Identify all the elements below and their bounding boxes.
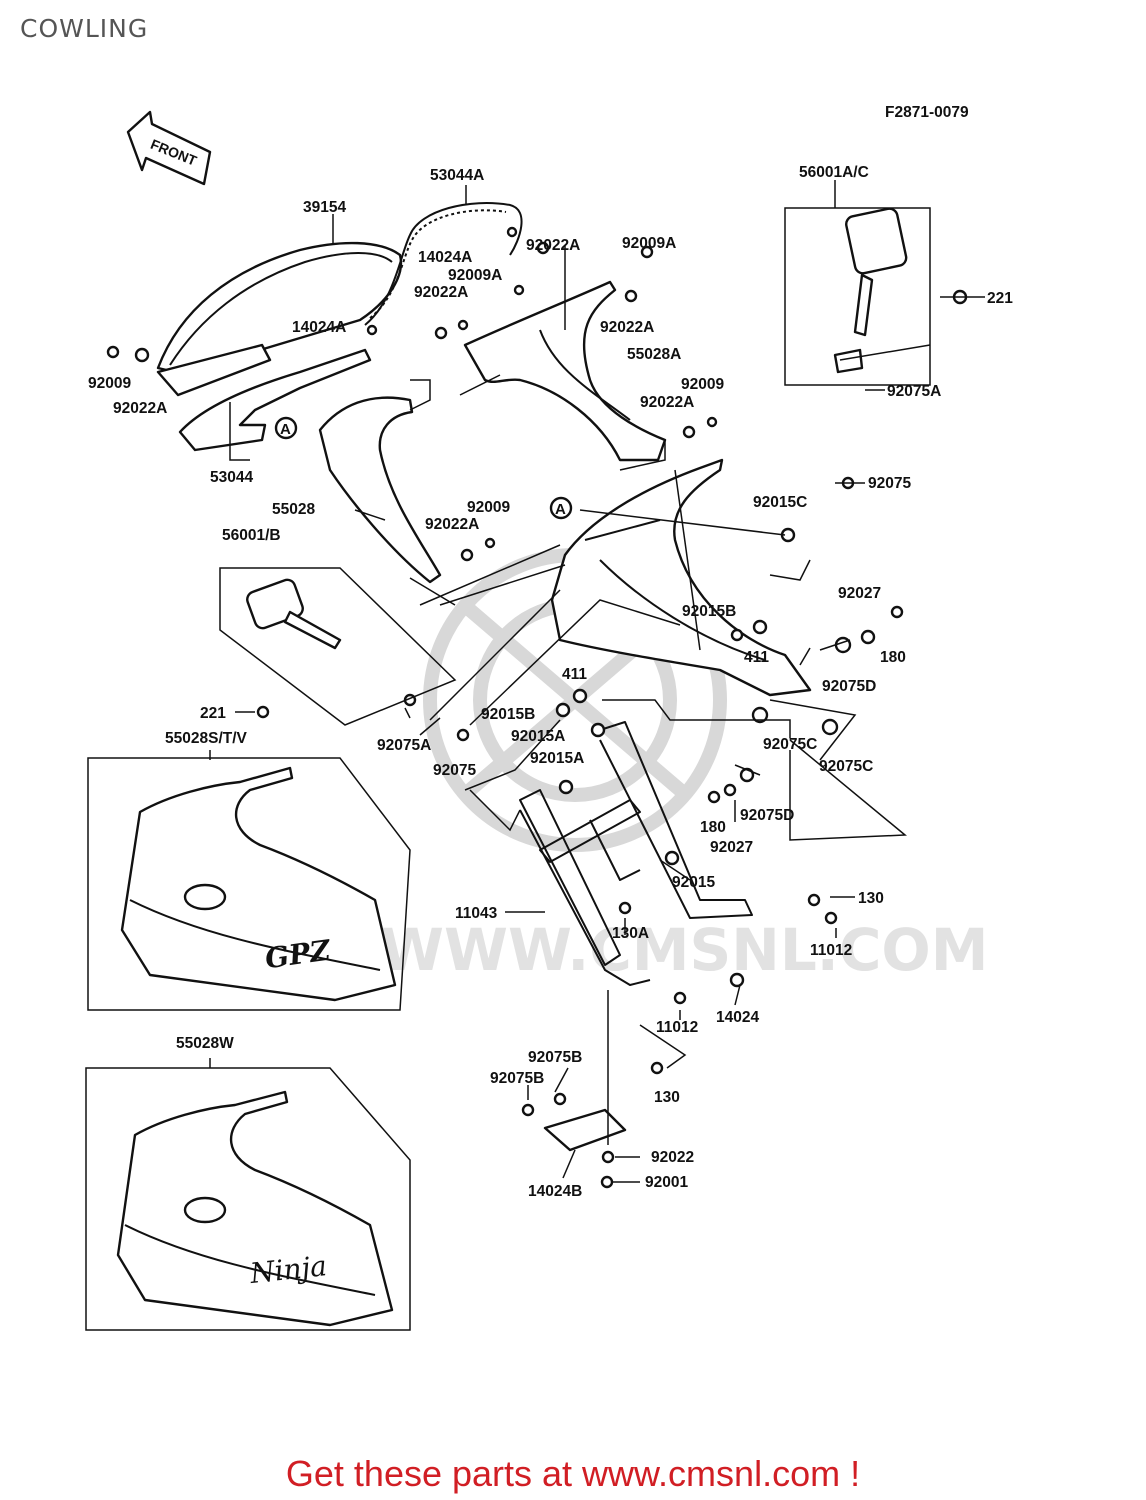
part-label: 55028S/T/V xyxy=(165,730,248,747)
part-label: 92022A xyxy=(414,284,468,301)
main-cowl-body xyxy=(550,458,812,697)
watermark-text: WWW.CMSNL.COM xyxy=(380,916,988,984)
part-labels: 53044A 39154 14024A 92022A 92009A 92009A… xyxy=(88,164,1013,1200)
part-label: 130A xyxy=(612,925,649,942)
part-label: 92027 xyxy=(710,839,753,856)
part-label: 92015B xyxy=(481,706,535,723)
part-label: 92022A xyxy=(600,319,654,336)
part-label: 92001 xyxy=(645,1174,688,1191)
part-label: 92075D xyxy=(822,678,876,695)
part-label: 92015A xyxy=(530,750,584,767)
part-label: 92022A xyxy=(425,516,479,533)
part-label: 92075C xyxy=(819,758,873,775)
part-label: 92075B xyxy=(528,1049,582,1066)
part-label: 221 xyxy=(987,290,1013,307)
part-label: 411 xyxy=(562,666,587,683)
trim-strip-53044a xyxy=(364,202,523,326)
lower-cowl-55028w xyxy=(116,1090,394,1327)
part-label: 92009A xyxy=(448,267,502,284)
front-arrow-icon: FRONT xyxy=(126,110,212,186)
part-label: 92015 xyxy=(672,874,715,891)
part-label: 14024A xyxy=(418,249,472,266)
part-label: 92015A xyxy=(511,728,565,745)
part-label: 39154 xyxy=(303,199,346,216)
part-label: 92075D xyxy=(740,807,794,824)
part-label: 92009 xyxy=(88,375,131,392)
bracket-14024b xyxy=(543,1108,627,1152)
part-label: 11012 xyxy=(656,1019,698,1036)
part-label: 92075A xyxy=(377,737,431,754)
lower-cowl-55028stv xyxy=(120,766,397,1002)
part-label: 14024 xyxy=(716,1009,759,1026)
fasteners xyxy=(106,226,968,1189)
part-label: 92075B xyxy=(490,1070,544,1087)
part-label: 92075C xyxy=(763,736,817,753)
part-label: 92075A xyxy=(887,383,941,400)
part-label: 92022A xyxy=(113,400,167,417)
callout-marker-a-1: A xyxy=(274,416,298,440)
part-label: 92075 xyxy=(433,762,476,779)
part-label: 55028 xyxy=(272,501,315,518)
part-label: 92009 xyxy=(467,499,510,516)
mirror-56001ac xyxy=(833,207,908,374)
part-label: 11043 xyxy=(455,905,498,922)
figure-code: F2871-0079 xyxy=(885,104,969,121)
upper-cowl-55028a xyxy=(463,280,667,462)
part-label: 221 xyxy=(200,705,226,722)
part-label: 92022 xyxy=(651,1149,694,1166)
decal-ninja: Ninja xyxy=(247,1249,328,1290)
part-label: 55028W xyxy=(176,1035,234,1052)
part-label: 92022A xyxy=(526,237,580,254)
part-label: 14024B xyxy=(528,1183,582,1200)
part-label: 92015C xyxy=(753,494,807,511)
part-label: 11012 xyxy=(810,942,852,959)
side-panel-55028 xyxy=(318,396,442,584)
part-label: 92015B xyxy=(682,603,736,620)
part-label: 56001A/C xyxy=(799,164,869,181)
page-title: COWLING xyxy=(20,14,149,43)
part-label: 92009A xyxy=(622,235,676,252)
callout-marker-a-2: A xyxy=(549,496,573,520)
part-label: 180 xyxy=(880,649,906,666)
trim-53044 xyxy=(178,348,372,452)
mirror-56001b xyxy=(246,578,342,650)
part-label: 55028A xyxy=(627,346,681,363)
part-label: 53044A xyxy=(430,167,484,184)
part-label: 130 xyxy=(858,890,884,907)
part-label: 53044 xyxy=(210,469,253,486)
part-label: 14024A xyxy=(292,319,346,336)
part-label: 92022A xyxy=(640,394,694,411)
leader-lines xyxy=(85,180,985,1331)
part-label: 130 xyxy=(654,1089,680,1106)
part-label: 180 xyxy=(700,819,726,836)
part-label: 92027 xyxy=(838,585,881,602)
part-label: 411 xyxy=(744,649,769,666)
part-label: 92075 xyxy=(868,475,911,492)
cowl-bracket-frame-11043 xyxy=(519,721,753,986)
windscreen-trim xyxy=(156,343,272,397)
svg-text:A: A xyxy=(555,501,566,518)
part-label: 56001/B xyxy=(222,527,281,544)
part-label: 92009 xyxy=(681,376,724,393)
svg-text:A: A xyxy=(280,421,291,438)
footer-shop-link[interactable]: Get these parts at www.cmsnl.com ! xyxy=(285,1453,861,1494)
